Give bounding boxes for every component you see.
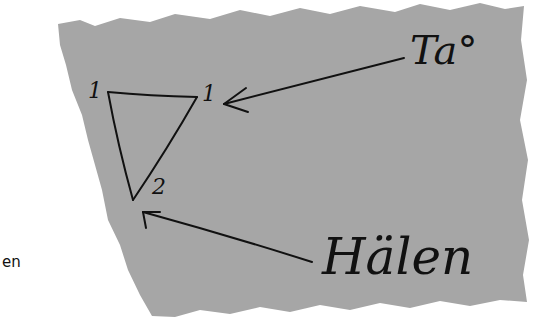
leader-arrow <box>224 58 404 112</box>
handwritten-label: Hälen <box>322 232 473 282</box>
cut-off-text: en <box>2 255 21 270</box>
vertex-number: 1 <box>202 83 216 105</box>
handwritten-label: Ta° <box>410 30 477 70</box>
vertex-number: 1 <box>88 80 102 102</box>
vertex-number: 2 <box>152 176 166 198</box>
torn-paper <box>58 3 529 317</box>
triangle <box>108 92 197 200</box>
leader-arrow <box>143 212 312 262</box>
